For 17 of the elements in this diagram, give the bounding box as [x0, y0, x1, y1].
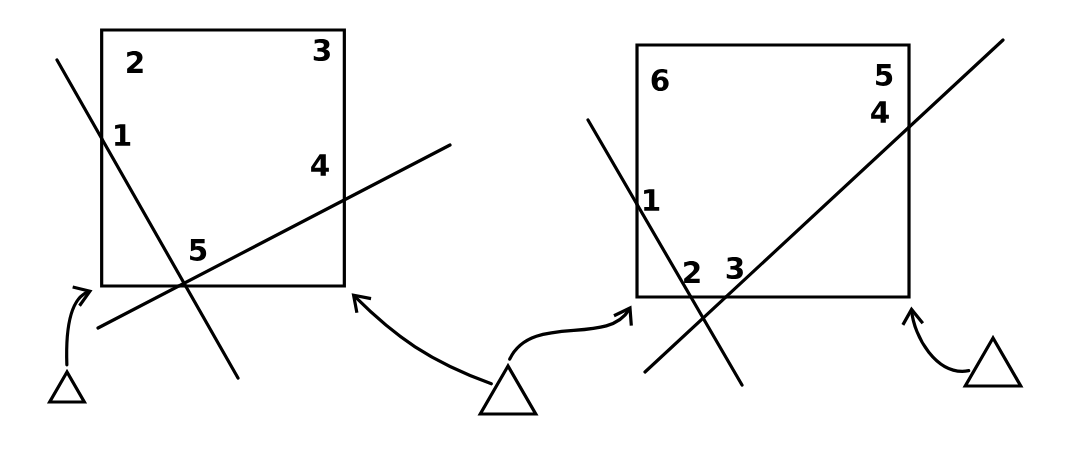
corner-number: 3	[313, 38, 330, 62]
square	[100, 28, 346, 288]
corner-number: 2	[684, 261, 700, 283]
arrow	[901, 306, 971, 373]
arrow	[351, 293, 493, 386]
corner-number: 5	[876, 64, 893, 86]
corner-number: 4	[871, 101, 889, 123]
arrow	[65, 285, 93, 367]
arrow	[508, 305, 633, 361]
square	[635, 43, 911, 299]
corner-number: 1	[115, 124, 131, 146]
corner-number: 2	[127, 51, 143, 73]
corner-number: 4	[311, 154, 329, 176]
corner-number: 6	[651, 68, 669, 92]
corner-number: 3	[726, 256, 743, 280]
corner-number: 5	[190, 239, 207, 261]
corner-number: 1	[644, 189, 660, 211]
